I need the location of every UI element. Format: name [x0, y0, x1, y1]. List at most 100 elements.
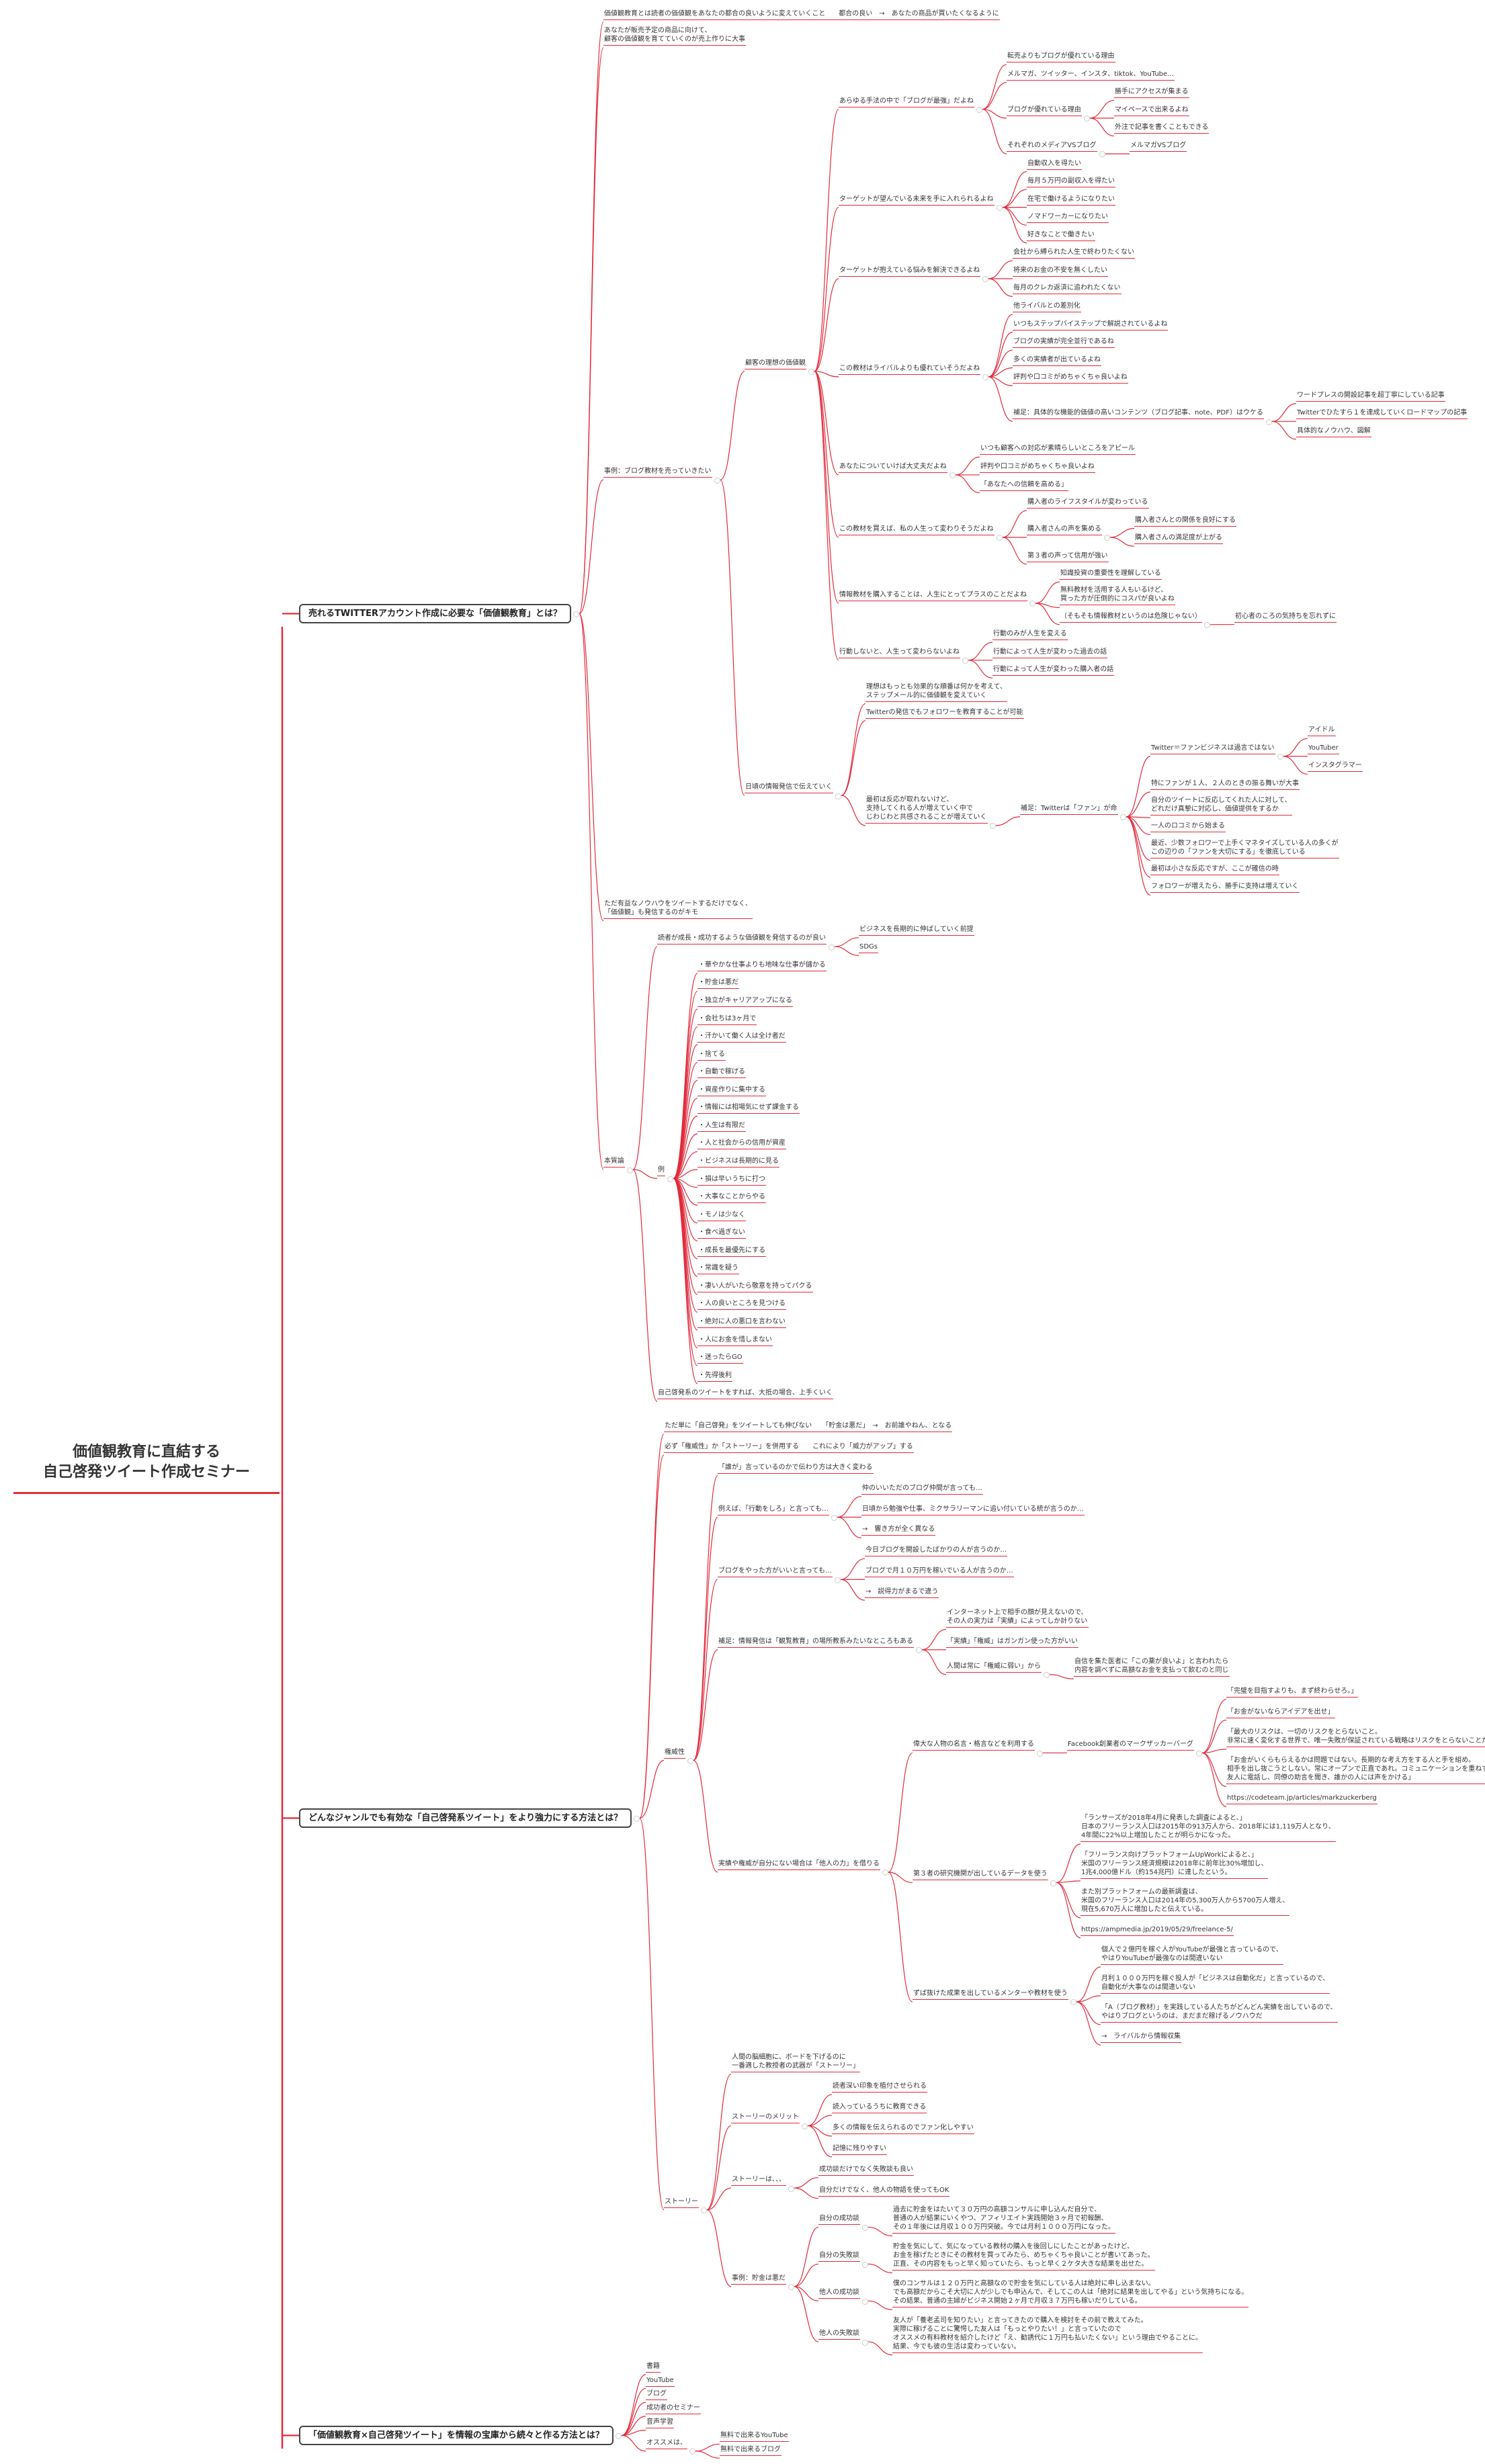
- connector-line: [693, 1649, 718, 1761]
- mindmap-node: 権威性: [664, 1748, 685, 1759]
- collapse-toggle[interactable]: [1050, 1880, 1056, 1886]
- collapse-toggle[interactable]: [915, 1647, 922, 1654]
- collapse-toggle[interactable]: [1070, 1999, 1076, 2006]
- mindmap-node: 無料教材を活用する人もいるけど、 買った方が圧倒的にコスパが良いよね: [1060, 586, 1175, 606]
- mindmap-node: 例えば、「行動をしろ」と言っても…: [718, 1505, 829, 1515]
- mindmap-node: 読者が成長・成功するような価値観を発信するのが良い: [657, 934, 826, 945]
- collapse-toggle[interactable]: [861, 2224, 868, 2231]
- collapse-toggle[interactable]: [949, 472, 956, 479]
- collapse-toggle[interactable]: [700, 2207, 707, 2214]
- connector-line: [1201, 1749, 1227, 1754]
- collapse-toggle[interactable]: [1277, 754, 1283, 760]
- mindmap-node: 日頃から勉強や仕事、ミクサラリーマンに追い付いている統が言うのか…: [861, 1505, 1085, 1515]
- collapse-toggle[interactable]: [788, 2284, 794, 2291]
- collapse-toggle[interactable]: [861, 2261, 868, 2268]
- collapse-toggle[interactable]: [1036, 1750, 1043, 1757]
- collapse-toggle[interactable]: [633, 1816, 640, 1822]
- mindmap-node: 無料で出来るYouTube: [720, 2431, 789, 2443]
- connector-line: [639, 1817, 665, 2211]
- collapse-toggle[interactable]: [982, 276, 988, 283]
- collapse-toggle[interactable]: [989, 823, 996, 830]
- collapse-toggle[interactable]: [572, 611, 579, 617]
- mindmap-node: 「実績」「権威」はガンガン使った方がいい: [946, 1637, 1078, 1648]
- connector-line: [837, 1516, 862, 1539]
- mindmap-node: 「最大のリスクは、一切のリスクをとらないこと。 非常に速く変化する世界で、唯一失…: [1226, 1728, 1485, 1747]
- collapse-toggle[interactable]: [1195, 1750, 1202, 1757]
- connector-line: [840, 1558, 865, 1580]
- connector-line: [888, 1872, 913, 1884]
- collapse-toggle[interactable]: [996, 535, 1003, 541]
- mindmap-node: → ライバルから情報収集: [1101, 2032, 1182, 2043]
- mindmap-node: ワードプレスの開設記事を超丁寧にしている記事: [1296, 391, 1445, 402]
- connector-line: [1076, 1966, 1101, 2003]
- collapse-toggle[interactable]: [615, 2433, 622, 2439]
- mindmap-node: 自分だけでなく、他人の物語を使ってもOK: [818, 2186, 950, 2197]
- collapse-toggle[interactable]: [1119, 814, 1126, 821]
- collapse-toggle[interactable]: [626, 1167, 633, 1174]
- connector-line: [720, 371, 745, 480]
- mindmap-node: 評判や口コミがめちゃくちゃ良いよね: [980, 462, 1095, 473]
- collapse-toggle[interactable]: [831, 1515, 837, 1522]
- mindmap-node: （そもそも情報教材というのは危険じゃない）: [1060, 612, 1202, 623]
- collapse-toggle[interactable]: [788, 2185, 794, 2192]
- connector-line: [1056, 1880, 1081, 1884]
- collapse-toggle[interactable]: [714, 477, 720, 484]
- collapse-toggle[interactable]: [861, 2298, 868, 2305]
- mindmap-node: YouTube: [646, 2376, 675, 2387]
- connector-line: [639, 1454, 665, 1819]
- mindmap-node: 購入者のライフスタイルが変わっている: [1027, 498, 1149, 509]
- connector-line: [794, 2263, 819, 2287]
- mindmap-node: ストーリーは、、、: [731, 2175, 786, 2187]
- collapse-toggle[interactable]: [1083, 116, 1090, 122]
- connector-line: [841, 795, 866, 826]
- collapse-toggle[interactable]: [976, 107, 982, 114]
- mindmap-node: 自信を集た医者に「この薬が良いよ」と言われたら 内容を調べずに高額なお金を支払っ…: [1074, 1657, 1230, 1677]
- collapse-toggle[interactable]: [1265, 419, 1272, 425]
- mindmap-node: 評判や口コミがめちゃくちゃ良いよね: [1013, 373, 1128, 384]
- mindmap-node: 行動のみが人生を変える: [992, 629, 1068, 641]
- collapse-toggle[interactable]: [828, 944, 835, 951]
- mindmap-node: 第３者の研究機関が出しているデータを使う: [913, 1869, 1048, 1881]
- collapse-toggle[interactable]: [1029, 601, 1035, 607]
- collapse-toggle[interactable]: [667, 1176, 673, 1182]
- mindmap-node: 「フリーランス向けプラットフォームUpWorkによると、」 米国のフリーランス経…: [1080, 1851, 1269, 1879]
- collapse-toggle[interactable]: [1103, 535, 1110, 541]
- collapse-toggle[interactable]: [834, 1577, 841, 1583]
- connector-line: [706, 2187, 732, 2211]
- connector-line: [1002, 207, 1027, 244]
- collapse-toggle[interactable]: [861, 2339, 868, 2346]
- connector-line: [579, 479, 604, 615]
- mindmap-node: YouTuber: [1308, 744, 1339, 754]
- mindmap-node: メルマガVSブログ: [1130, 141, 1187, 152]
- collapse-toggle[interactable]: [996, 205, 1003, 212]
- mindmap-node: ・大事なことからやる: [697, 1192, 766, 1204]
- collapse-toggle[interactable]: [1203, 622, 1210, 629]
- mindmap-node: 一人のロコミから始まる: [1150, 822, 1226, 833]
- mindmap-node: 「誰が」言っているのかで伝わり方は大きく変わる: [718, 1463, 874, 1474]
- mindmap-node: 自分の成功談: [818, 2214, 860, 2226]
- connector-line: [1283, 756, 1308, 775]
- collapse-toggle[interactable]: [982, 374, 988, 381]
- mindmap-node: 実績や権威が自分にない場合は「他人の力」を借りる: [718, 1859, 880, 1870]
- mindmap-node: 補足：Twitterは「ファン」が命: [1020, 804, 1118, 815]
- connector-line: [1035, 581, 1060, 604]
- connector-line: [1201, 1752, 1227, 1787]
- mindmap-node: 人間は常に「権威に弱い」から: [946, 1662, 1042, 1673]
- mindmap-node: 事例：貯金は悪だ: [731, 2274, 786, 2285]
- connector-line: [988, 331, 1013, 378]
- collapse-toggle[interactable]: [1099, 151, 1105, 158]
- collapse-toggle[interactable]: [687, 1758, 693, 1765]
- connector-line: [794, 2286, 819, 2342]
- collapse-toggle[interactable]: [962, 658, 968, 664]
- collapse-toggle[interactable]: [801, 2123, 808, 2129]
- collapse-toggle[interactable]: [808, 369, 814, 376]
- mindmap-node: ・人生は有限だ: [697, 1121, 746, 1132]
- mindmap-node: この教材はライバルよりも優れていそうだよね: [839, 364, 981, 375]
- collapse-toggle[interactable]: [1043, 1672, 1050, 1679]
- connector-line: [621, 2387, 646, 2436]
- connector-line: [1109, 528, 1135, 538]
- collapse-toggle[interactable]: [689, 2449, 695, 2455]
- collapse-toggle[interactable]: [835, 793, 841, 799]
- collapse-toggle[interactable]: [882, 1869, 888, 1876]
